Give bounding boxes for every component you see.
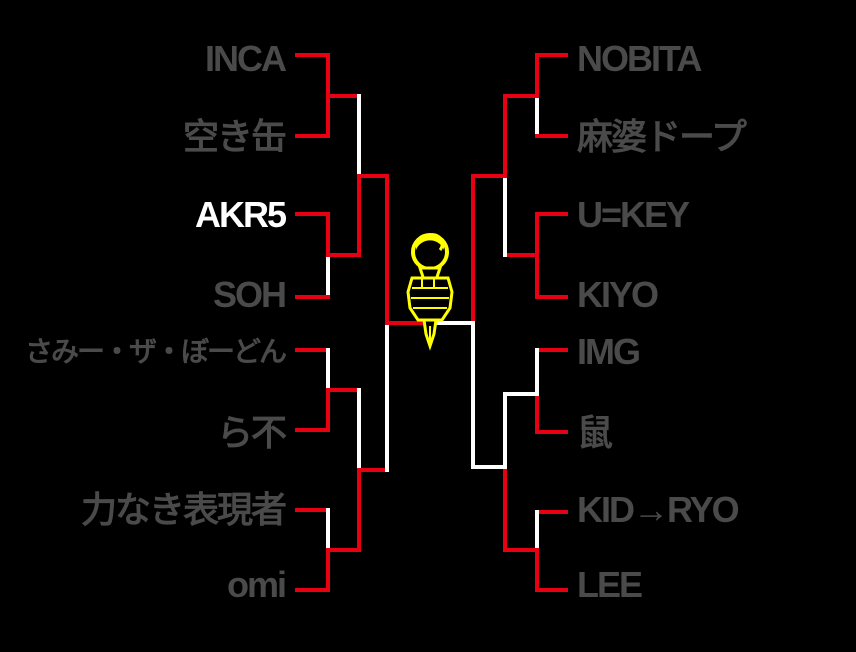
right-player-name: LEE <box>577 564 643 605</box>
right-player-name: IMG <box>577 331 641 372</box>
right-player-name: KIYO <box>577 274 659 315</box>
left-player-name: さみー・ザ・ぼーどん <box>24 336 287 367</box>
left-player-name: SOH <box>212 274 287 315</box>
right-player-name: NOBITA <box>577 38 702 79</box>
left-player-name: 力なき表現者 <box>80 489 287 530</box>
left-player-name: 空き缶 <box>182 116 287 157</box>
left-player-name: omi <box>226 564 287 605</box>
right-player-name: KID→RYO <box>577 489 740 530</box>
left-player-name: INCA <box>205 38 287 79</box>
right-player-name: 鼠 <box>577 412 613 453</box>
right-player-name: 麻婆ドープ <box>577 116 747 157</box>
bracket-lines <box>295 53 568 592</box>
microphone-fist-trophy-icon <box>406 233 454 351</box>
left-player-name: ら不 <box>216 412 287 453</box>
right-player-name: U=KEY <box>577 194 690 235</box>
left-player-name: AKR5 <box>194 194 287 235</box>
